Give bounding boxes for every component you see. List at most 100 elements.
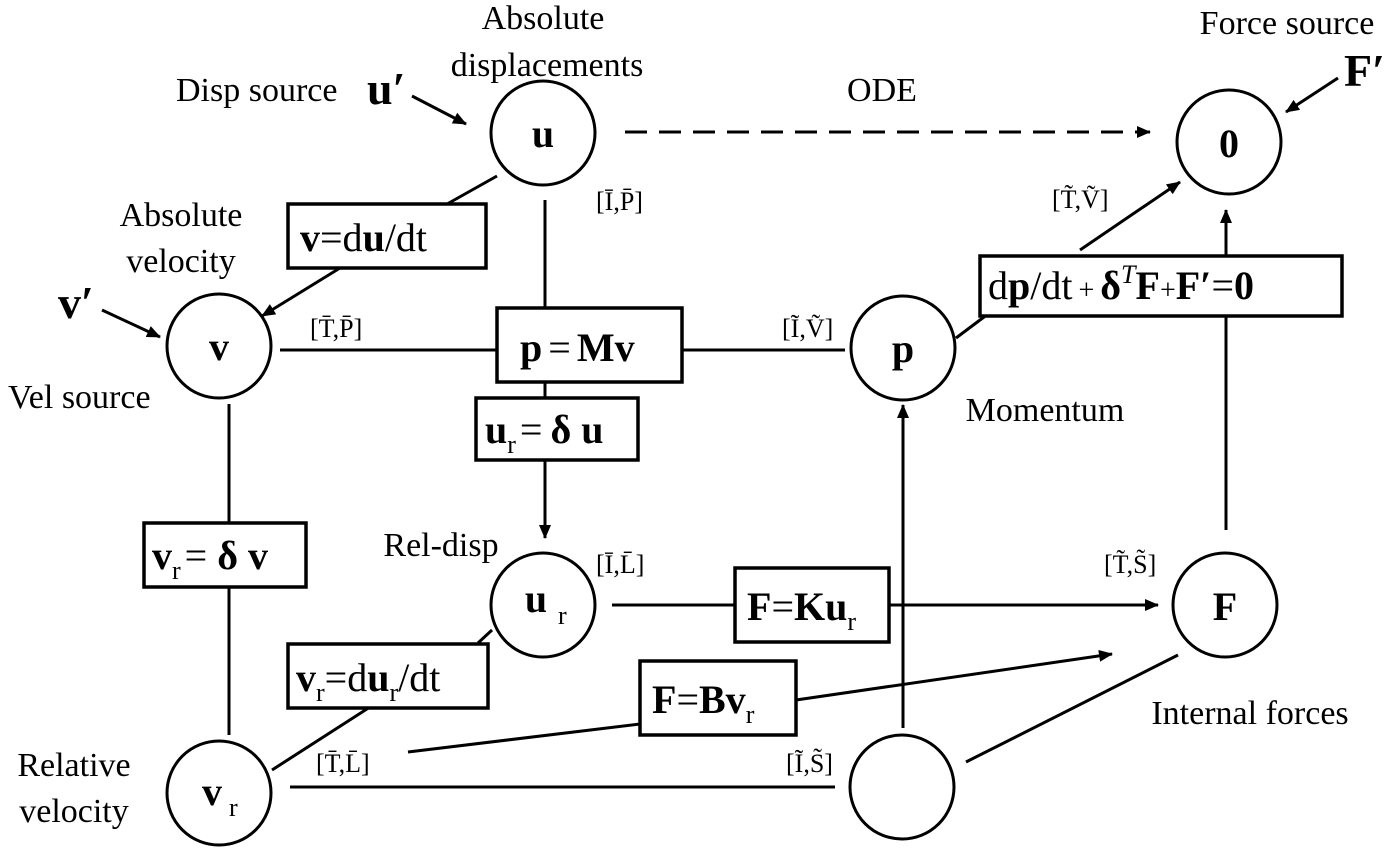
node-blank	[848, 733, 956, 841]
svg-text:p=Mv: p=Mv	[520, 325, 635, 370]
eq-dp-b3: F	[1136, 263, 1160, 308]
eq-vrd-sub2: r	[389, 678, 398, 707]
edge-vrbox2-vr	[271, 705, 371, 772]
tag-IL: [Ī,L̄]	[596, 550, 644, 579]
edge-blank-F	[965, 653, 1179, 764]
eq-fk-b2: Ku	[794, 584, 847, 629]
label-vel-source: Vel source	[8, 379, 151, 416]
eq-vrd-b1: v	[296, 655, 316, 700]
eq-v-du-b2: u	[363, 215, 385, 260]
eq-fb-mid: =	[676, 677, 699, 722]
tag-IS: [Ĩ,S̃]	[786, 749, 833, 778]
eq-dp-mid: /dt	[1030, 263, 1072, 308]
eq-p-mid: =	[548, 325, 571, 370]
eq-p-b1: p	[520, 325, 542, 370]
vel-source-symbol: v′	[58, 277, 94, 328]
arrow-force-source	[1285, 76, 1339, 114]
eq-fk-b1: F	[747, 584, 771, 629]
eq-dp-b1: p	[1008, 263, 1030, 308]
node-F	[1171, 551, 1279, 659]
arrow-vel-source	[101, 308, 161, 339]
edge-ur-vrbox	[476, 628, 494, 645]
edge-vr-Bbox	[407, 722, 641, 754]
eq-dp-pre: d	[988, 263, 1008, 308]
eq-fb-b2: Bv	[699, 677, 746, 722]
node-ur-subscript: r	[558, 601, 567, 630]
eq-ur-mid: =	[520, 407, 543, 452]
force-source-symbol: F′	[1344, 45, 1385, 96]
tag-IP: [Ī,P̄]	[596, 187, 643, 216]
node-vr-symbol: v	[202, 769, 222, 814]
edge-Bbox-F	[795, 649, 1113, 702]
label-internal-forces: Internal forces	[1151, 695, 1348, 732]
eq-dp-eq: =	[1211, 263, 1234, 308]
label-disp-source: Disp source	[176, 72, 337, 109]
edge-u-v-2	[261, 266, 341, 318]
node-u	[489, 79, 597, 187]
eq-ur-b2: δ u	[550, 407, 603, 452]
label-abs-disp-1: Absolute	[482, 0, 605, 37]
eq-v-du-mid: =d	[320, 215, 363, 260]
disp-source-symbol: u′	[367, 63, 406, 114]
svg-text:vr=dur/dt: vr=dur/dt	[296, 655, 440, 707]
eq-v-du-tail: /dt	[385, 215, 427, 260]
eq-dp-b4: F′	[1176, 263, 1212, 308]
edge-p-dpbox	[955, 312, 989, 340]
node-zero	[1175, 88, 1283, 196]
tag-TS: [T̃,S̃]	[1104, 550, 1156, 579]
node-p	[849, 294, 957, 402]
label-rel-vel-1: Relative	[17, 747, 130, 784]
eq-ur-sub: r	[507, 430, 516, 459]
eq-vrd-tail: /dt	[398, 655, 440, 700]
node-ur-symbol: u	[525, 576, 547, 621]
label-abs-vel-2: velocity	[126, 243, 236, 280]
svg-text:F=Kur: F=Kur	[747, 584, 856, 636]
edge-dpbox-0	[1079, 180, 1181, 252]
eq-fk-sub: r	[847, 607, 856, 636]
eq-box-p-Mv: p=Mv	[495, 306, 684, 384]
tag-TV: [T̃,Ṽ]	[1052, 185, 1109, 214]
eq-v-du-b1: v	[300, 215, 320, 260]
eq-vr-b2: δ v	[217, 533, 268, 578]
svg-text:F=Bvr: F=Bvr	[652, 677, 755, 729]
label-abs-disp-2: displacements	[451, 47, 644, 84]
svg-text:dp/dt+δTF+F′=0: dp/dt+δTF+F′=0	[988, 260, 1254, 308]
eq-dp-plus2: +	[1160, 275, 1176, 306]
svg-text:ur=δ u: ur=δ u	[485, 407, 604, 459]
label-force-source: Force source	[1200, 5, 1375, 42]
node-F-symbol: F	[1213, 584, 1237, 629]
eq-p-b2: Mv	[577, 325, 635, 370]
eq-box-v-du: v=du/dt	[286, 202, 488, 270]
node-vr	[165, 739, 273, 847]
node-p-symbol: p	[892, 326, 914, 371]
eq-vr-sub: r	[172, 556, 181, 585]
svg-text:vr=δ v: vr=δ v	[152, 533, 268, 585]
eq-dp-sup: T	[1121, 260, 1137, 289]
eq-box-momentum-balance: dp/dt+δTF+F′=0	[978, 254, 1344, 318]
label-rel-disp: Rel-disp	[383, 527, 498, 564]
eq-dp-plus1: +	[1078, 275, 1094, 306]
node-u-symbol: u	[532, 111, 554, 156]
eq-fb-sub: r	[746, 700, 755, 729]
node-vr-subscript: r	[229, 793, 238, 822]
label-rel-vel-2: velocity	[19, 793, 129, 830]
tag-IV: [Ĩ,Ṽ]	[782, 314, 833, 343]
eq-dp-b5: 0	[1234, 263, 1254, 308]
svg-text:v=du/dt: v=du/dt	[300, 215, 427, 260]
eq-fk-mid: =	[771, 584, 794, 629]
eq-vrd-sub: r	[316, 678, 325, 707]
label-momentum: Momentum	[966, 392, 1125, 429]
node-v	[165, 292, 273, 400]
node-zero-symbol: 0	[1219, 121, 1239, 166]
eq-vrd-b2: u	[367, 655, 389, 700]
eq-dp-b2: δ	[1100, 263, 1121, 308]
eq-fb-b1: F	[652, 677, 676, 722]
tag-TL: [T̄,L̄]	[316, 749, 370, 778]
eq-vr-mid: =	[185, 533, 208, 578]
eq-vr-b1: v	[152, 533, 172, 578]
eq-box-vr-dur: vr=dur/dt	[286, 642, 490, 710]
arrow-disp-source	[411, 94, 467, 126]
eq-vrd-mid: =d	[325, 655, 368, 700]
eq-box-ur-du: ur=δ u	[474, 396, 640, 462]
